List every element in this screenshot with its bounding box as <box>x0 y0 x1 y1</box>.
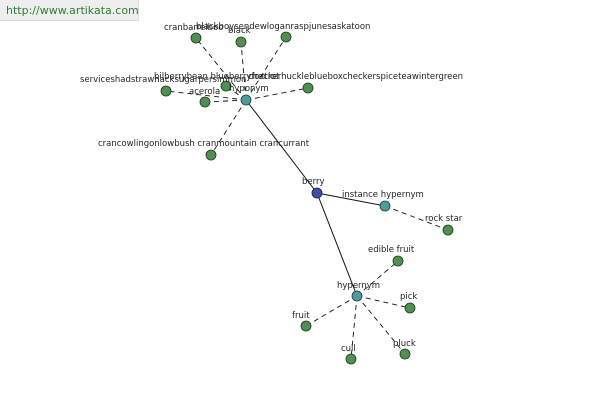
site-url-link[interactable]: http://www.artikata.com <box>6 4 139 17</box>
edge-lower-cull <box>350 295 358 360</box>
label-bilberry: bilberrybean blueberryfoxtrot <box>154 72 280 82</box>
node-huckle[interactable] <box>302 82 314 94</box>
node-blackboysen[interactable] <box>280 31 292 43</box>
node-services[interactable] <box>160 85 172 97</box>
label-crancowling: crancowlingonlowbush cranmountain crancu… <box>98 139 310 149</box>
url-bar: http://www.artikata.com <box>0 0 139 21</box>
label-pluck: pluck <box>393 339 416 349</box>
label-rockstar: rock star <box>425 214 463 224</box>
label-root: berry <box>302 177 325 187</box>
edge-lower-pluck <box>356 295 406 355</box>
edge-upper-blackboysen <box>245 36 287 101</box>
node-black[interactable] <box>235 36 247 48</box>
edge-upper-huckle <box>245 87 309 101</box>
edge-upper-services <box>165 90 247 101</box>
edge-root-instance <box>316 192 386 207</box>
edge-lower-pick <box>356 295 411 309</box>
label-cranbarrel: cranbarrelboo <box>164 23 223 33</box>
node-hub-lower[interactable] <box>351 290 363 302</box>
edge-lower-fruit <box>305 295 358 327</box>
edge-instance-rockstar <box>384 205 449 231</box>
node-acerola[interactable] <box>199 96 211 108</box>
node-root[interactable] <box>311 187 323 199</box>
node-ediblefruit[interactable] <box>392 255 404 267</box>
label-blackboysen: blackboysendewloganraspjunesaskatoon <box>196 22 370 32</box>
label-huckle: checkerhuckleblueboxcheckerspiceteawinte… <box>248 72 463 82</box>
label-fruit: fruit <box>292 311 310 321</box>
label-ediblefruit: edible fruit <box>368 245 415 255</box>
node-hub-instance[interactable] <box>379 200 391 212</box>
edge-root-lower <box>316 192 358 297</box>
node-rockstar[interactable] <box>442 224 454 236</box>
label-acerola: acerola <box>189 87 220 97</box>
edge-upper-root <box>245 99 318 194</box>
label-cull: cull <box>341 344 356 354</box>
label-hub-lower: hypernym <box>337 281 380 291</box>
node-pick[interactable] <box>404 302 416 314</box>
edge-upper-acerola <box>204 99 247 103</box>
node-bilberry[interactable] <box>220 80 232 92</box>
node-fruit[interactable] <box>300 320 312 332</box>
label-black: black <box>228 26 251 36</box>
edge-upper-black <box>240 41 247 101</box>
node-cull[interactable] <box>345 353 357 365</box>
label-pick: pick <box>400 292 417 302</box>
label-hub-upper: hyponym <box>229 84 269 94</box>
node-pluck[interactable] <box>399 348 411 360</box>
edge-upper-cranbarrel <box>195 37 247 101</box>
label-services: serviceshadstrawhacksugarpersimmon <box>80 75 246 85</box>
node-cranbarrel[interactable] <box>190 32 202 44</box>
label-hub-instance: instance hypernym <box>342 190 424 200</box>
node-crancowling[interactable] <box>205 149 217 161</box>
node-hub-upper[interactable] <box>240 94 252 106</box>
edge-upper-crancowling <box>210 99 247 156</box>
